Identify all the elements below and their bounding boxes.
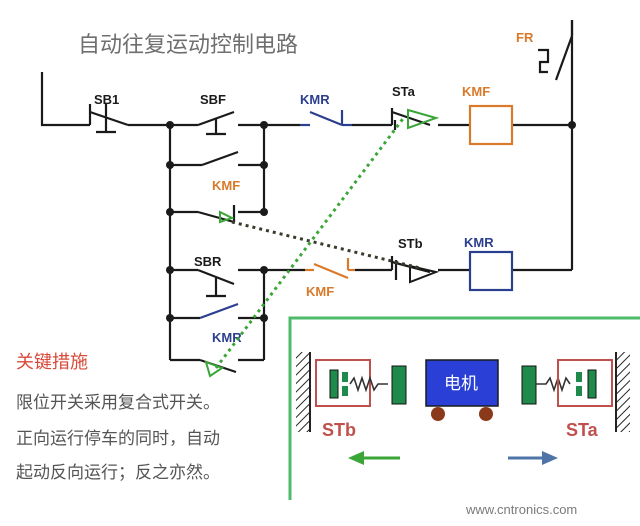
sta-assembly	[521, 359, 613, 407]
kmr-top-label: KMR	[300, 92, 330, 107]
arrow-left-icon	[348, 451, 400, 465]
sb1-label: SB1	[94, 92, 119, 107]
left-wall-icon	[296, 352, 310, 432]
fr-label: FR	[516, 30, 534, 45]
sbf-label: SBF	[200, 92, 226, 107]
stb-link-marker	[409, 264, 440, 284]
notes-line-3: 起动反向运行；反之亦然。	[16, 463, 220, 483]
kmr-coil	[468, 250, 514, 292]
motor-label: 电机	[444, 374, 478, 394]
kmf-mid-contact	[305, 258, 355, 280]
junction-dots	[166, 121, 576, 322]
watermark: www.cntronics.com	[465, 502, 577, 517]
stb-mechanical-link	[231, 220, 421, 270]
sta-link-marker	[407, 108, 440, 130]
kmr-link-marker	[204, 360, 225, 378]
motor-cart	[425, 359, 499, 421]
stb-assembly	[315, 359, 407, 407]
fr-relay	[538, 20, 574, 81]
sbf-switch	[197, 110, 235, 136]
notes-heading: 关键措施	[16, 352, 88, 373]
wiring	[40, 20, 574, 362]
sta-label: STa	[392, 84, 416, 99]
panel-border	[288, 316, 640, 500]
sbr-switch	[197, 268, 235, 298]
sb1-switch	[88, 104, 129, 134]
kmf-link-marker	[219, 210, 235, 224]
kmr-bottom-label: KMR	[212, 330, 242, 345]
kmr-coil-label: KMR	[464, 235, 494, 250]
sta-mechanical-link	[214, 115, 407, 369]
panel-stb-label: STb	[322, 420, 356, 440]
sbr-label: SBR	[194, 254, 222, 269]
right-wall-icon	[616, 352, 630, 432]
panel-sta-label: STa	[566, 420, 599, 440]
diagram-title: 自动往复运动控制电路	[78, 33, 298, 58]
kmr-top-contact	[300, 110, 352, 127]
kmf-hold-label: KMF	[212, 178, 240, 193]
stb-label: STb	[398, 236, 423, 251]
kmf-coil-label: KMF	[462, 84, 490, 99]
notes-line-1: 限位开关采用复合式开关。	[16, 393, 220, 413]
notes-line-2: 正向运行停车的同时，自动	[16, 429, 220, 449]
arrow-right-icon	[508, 451, 558, 465]
kmr-hold-contact	[199, 302, 239, 320]
kmf-hold-contact	[201, 150, 239, 167]
kmf-mid-label: KMF	[306, 284, 334, 299]
kmf-coil	[468, 104, 514, 146]
